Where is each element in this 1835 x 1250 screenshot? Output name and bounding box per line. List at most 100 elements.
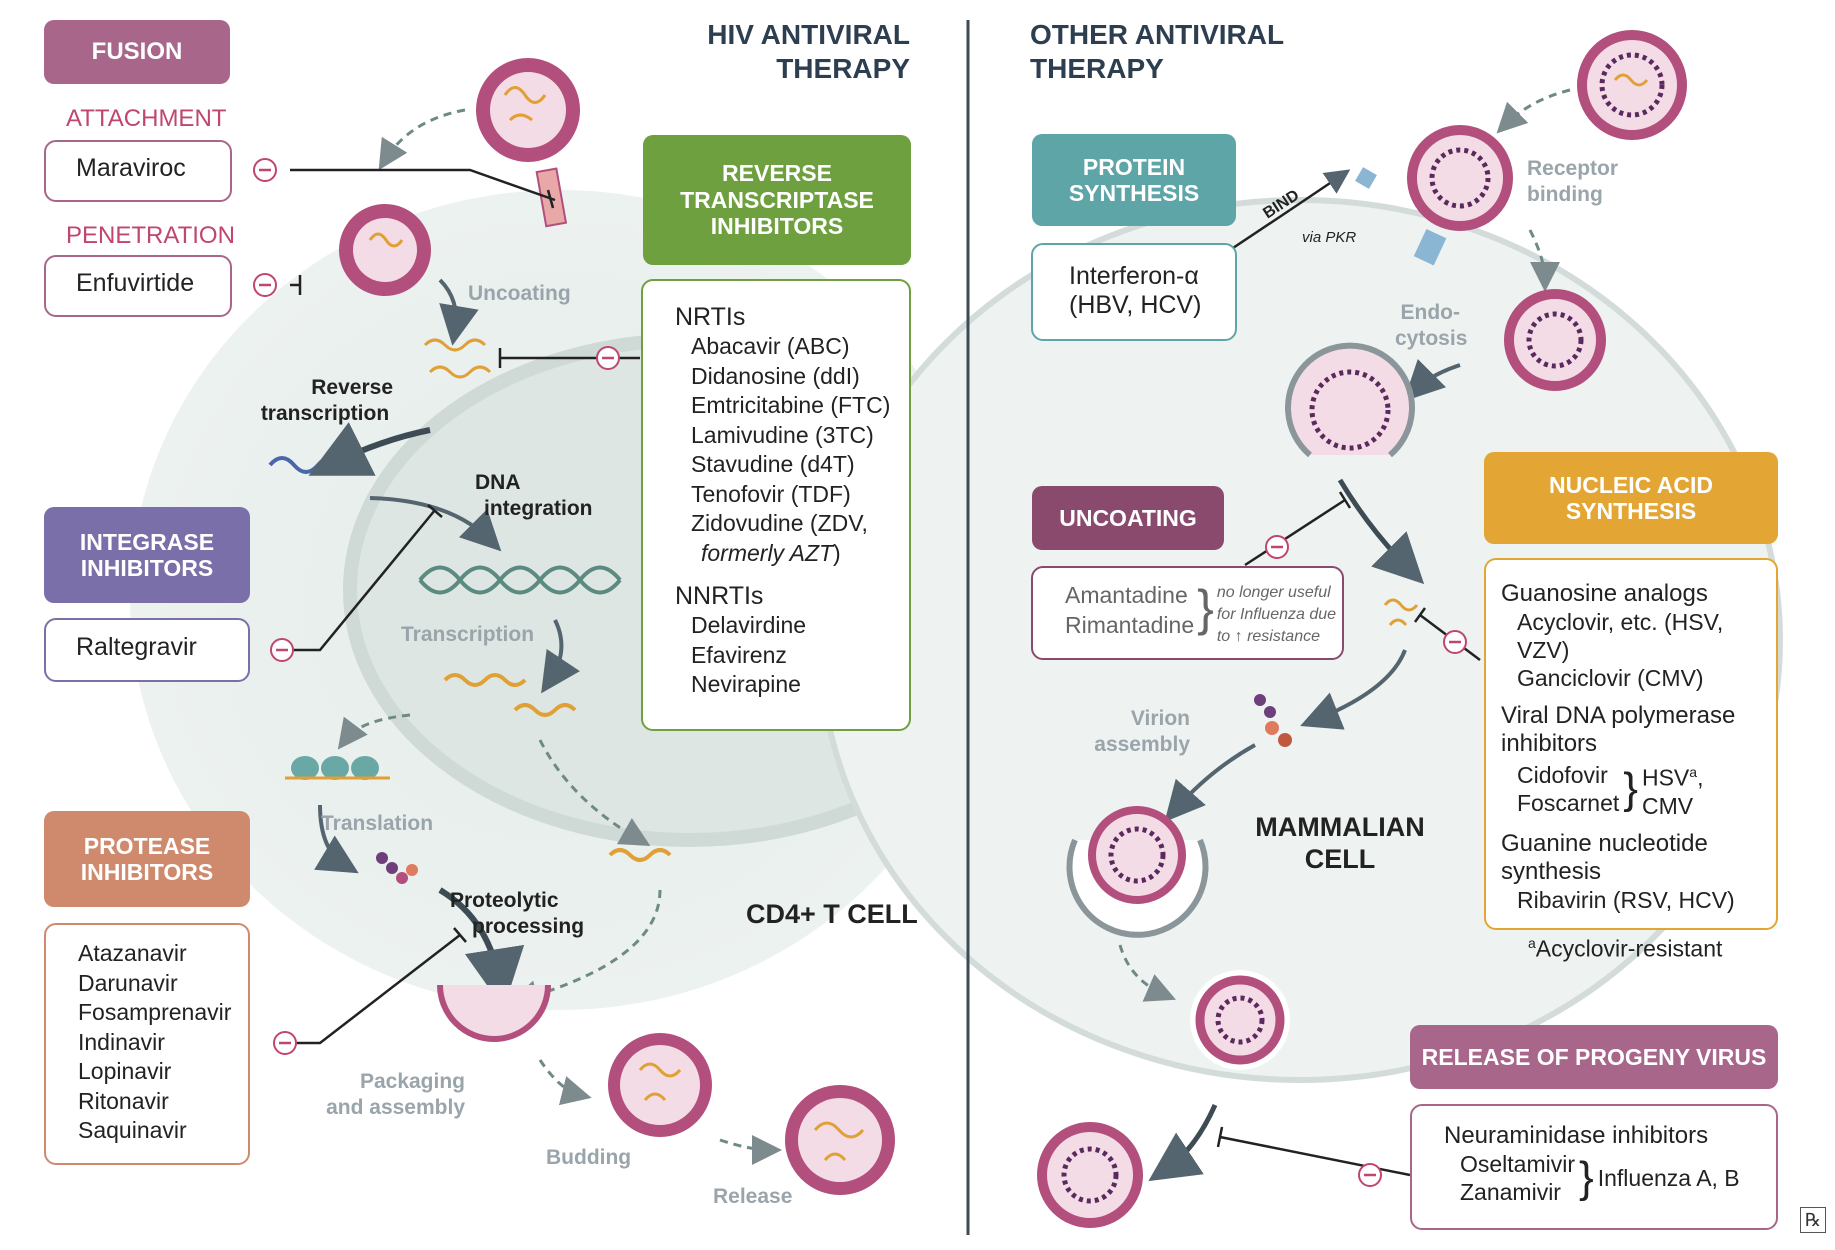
enfuvirtide-box: Enfuvirtide	[44, 255, 232, 317]
other-title-line1: OTHER ANTIVIRAL	[1030, 19, 1285, 50]
uncoating-drug-box: Amantadine Rimantadine } no longer usefu…	[1031, 566, 1344, 660]
protease-item: Saquinavir	[78, 1117, 187, 1143]
virion-endocytosis	[1504, 289, 1606, 391]
nrti-item: Tenofovir (TDF)	[691, 480, 851, 507]
hiv-virion-fusing	[339, 204, 431, 296]
interferon-targets: (HBV, HCV)	[1069, 291, 1202, 319]
enfuvirtide-drug: Enfuvirtide	[76, 269, 195, 297]
influenza-target: Influenza A, B	[1597, 1165, 1740, 1191]
guanine-item: Ribavirin (RSV, HCV)	[1517, 886, 1735, 913]
protease-item: Fosamprenavir	[78, 999, 232, 1025]
rti-drug-box: NRTIs Abacavir (ABC) Didanosine (ddI) Em…	[641, 279, 911, 731]
step-endo-l1: Endo-	[1400, 301, 1460, 324]
rti-header: REVERSE TRANSCRIPTASE INHIBITORS	[643, 135, 911, 265]
step-reverse-transcription-l1: Reverse	[311, 376, 393, 399]
step-dna-integration-l1: DNA	[475, 471, 521, 494]
nrti-note-close: )	[833, 539, 841, 566]
nucleic-acid-header: NUCLEIC ACID SYNTHESIS	[1484, 452, 1778, 544]
uncoating-header: UNCOATING	[1032, 486, 1224, 550]
step-release: Release	[713, 1185, 793, 1208]
integrase-header-l2: INHIBITORS	[80, 555, 214, 581]
fusion-header: FUSION	[44, 20, 230, 84]
nnrti-item: Nevirapine	[691, 671, 801, 697]
hsv-text: HSV	[1641, 764, 1690, 791]
step-reverse-transcription-l2: transcription	[260, 402, 390, 426]
oseltamivir: Oseltamivir	[1460, 1151, 1576, 1177]
step-endocytosis: Endo- cytosis	[1395, 300, 1467, 353]
progeny-virion-inside	[1190, 970, 1290, 1070]
hiv-title-line1: HIV ANTIVIRAL	[707, 19, 910, 50]
protease-item: Ritonavir	[78, 1087, 169, 1114]
uncoating-brace: }	[1197, 580, 1214, 636]
footnote: aAcyclovir-resistant	[1528, 935, 1722, 963]
protein-header-l1: PROTEIN	[1082, 153, 1186, 180]
step-transcription: Transcription	[401, 623, 535, 646]
released-rna	[1383, 598, 1419, 626]
footnote-text: Acyclovir-resistant	[1535, 935, 1723, 962]
attachment-label: ATTACHMENT	[66, 105, 227, 132]
protease-item: Darunavir	[78, 969, 178, 996]
mammalian-l1: MAMMALIAN	[1255, 812, 1425, 842]
release-header: RELEASE OF PROGENY VIRUS	[1410, 1025, 1778, 1089]
guanosine-item: Acyclovir, etc. (HSV, VZV)	[1517, 609, 1724, 663]
polymerase-item: Foscarnet	[1517, 789, 1620, 816]
uncoating-note-2: for Influenza due	[1216, 606, 1337, 623]
rti-header-l3: INHIBITORS	[710, 213, 844, 240]
guanosine-item: Ganciclovir (CMV)	[1517, 665, 1704, 691]
step-packaging: Packaging and assembly	[315, 1069, 465, 1122]
polymerase-item: Cidofovir	[1517, 761, 1608, 788]
virion-receptor-binding	[1407, 125, 1513, 266]
nrti-item: Abacavir (ABC)	[691, 333, 850, 359]
polyprotein	[376, 852, 418, 884]
endosome-virion	[1285, 342, 1415, 458]
hiv-virion-top	[476, 58, 580, 228]
nucleic-header-l2: SYNTHESIS	[1565, 498, 1697, 524]
polymerase-title-l2: inhibitors	[1501, 730, 1598, 757]
cd4-cell-label: CD4+ T CELL	[746, 899, 918, 929]
interferon-box: Interferon-α (HBV, HCV)	[1031, 243, 1237, 341]
penetration-label: PENETRATION	[66, 222, 235, 249]
other-title-line2: THERAPY	[1030, 52, 1164, 84]
packaging-virion	[437, 984, 551, 1042]
neuraminidase-title: Neuraminidase inhibitors	[1444, 1122, 1709, 1149]
guanine-title-l1: Guanine nucleotide	[1501, 829, 1708, 857]
rimantadine: Rimantadine	[1065, 612, 1195, 638]
nrti-item: Stavudine (d4T)	[691, 451, 855, 477]
viral-proteins	[1254, 694, 1292, 747]
ribosomes	[285, 756, 390, 780]
step-packaging-l2: and assembly	[326, 1096, 465, 1120]
protease-item: Lopinavir	[78, 1058, 172, 1084]
hiv-title-line2: THERAPY	[776, 52, 910, 84]
released-progeny-virion	[1037, 1122, 1143, 1228]
polymerase-title-l1: Viral DNA polymerase	[1501, 702, 1736, 729]
protein-synthesis-header: PROTEIN SYNTHESIS	[1032, 134, 1236, 226]
step-virion-l1: Virion	[1130, 707, 1190, 730]
protein-header-l2: SYNTHESIS	[1068, 180, 1200, 206]
polymerase-brace: }	[1623, 763, 1638, 813]
hsv-sup: a	[1689, 764, 1698, 780]
nrti-note: formerly AZT	[701, 539, 834, 566]
step-proteolytic-processing: Proteolytic processing	[450, 888, 584, 941]
step-receptor-binding: Receptor binding	[1527, 156, 1618, 209]
nrti-note-line: formerly AZT)	[691, 539, 909, 569]
nrti-item: Lamivudine (3TC)	[691, 421, 874, 448]
pkr-marker	[1355, 167, 1377, 189]
nucleic-header-l1: NUCLEIC ACID	[1549, 471, 1713, 498]
via-pkr-label: via PKR	[1302, 229, 1357, 246]
nrti-item: Zidovudine (ZDV,	[691, 510, 868, 536]
step-proteolytic-l2: processing	[472, 915, 585, 939]
step-virion-assembly: Virion assembly	[1090, 706, 1190, 759]
nnrti-item: Delavirdine	[691, 612, 807, 638]
uncoating-note-1: no longer useful	[1216, 584, 1331, 601]
polymerase-target-2: CMV	[1641, 792, 1694, 819]
release-drug-box: Neuraminidase inhibitors Oseltamivir Zan…	[1410, 1104, 1778, 1230]
assembly-virion	[1066, 806, 1209, 938]
step-receptor-l2: binding	[1527, 183, 1603, 207]
nnrti-item: Efavirenz	[691, 641, 787, 668]
integrase-header: INTEGRASE INHIBITORS	[44, 507, 250, 603]
step-virion-l2: assembly	[1094, 733, 1190, 757]
step-reverse-transcription: Reverse transcription	[255, 375, 395, 428]
nrti-item: Emtricitabine (FTC)	[691, 392, 891, 418]
rx-icon: ℞	[1800, 1207, 1826, 1233]
uncoating-note-3: to ↑ resistance	[1216, 628, 1320, 645]
